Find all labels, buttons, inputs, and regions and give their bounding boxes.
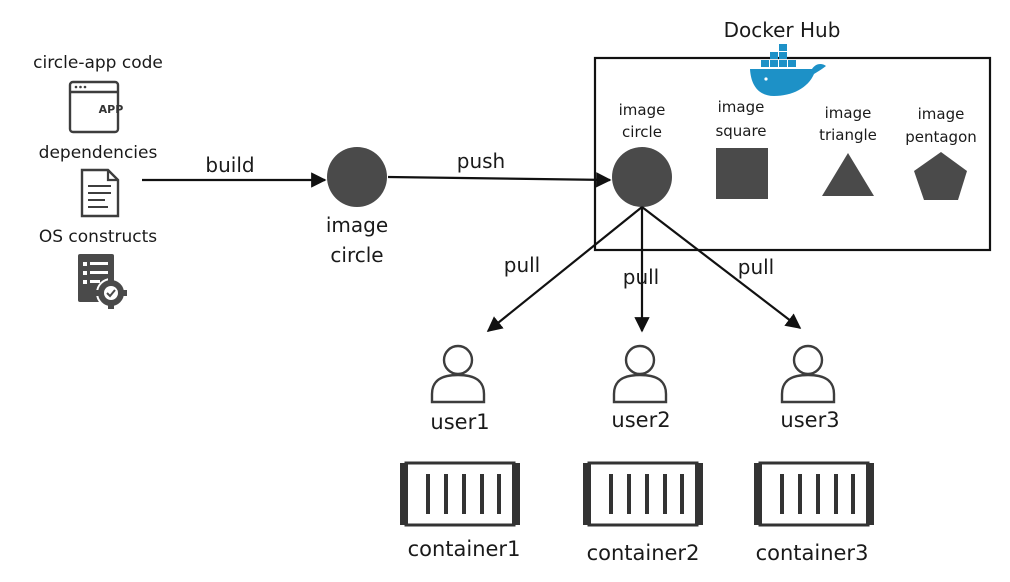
app-code-label: circle-app code <box>33 53 163 73</box>
user2-icon <box>612 344 668 404</box>
container1-icon <box>400 461 520 527</box>
docker-hub-box <box>593 56 992 252</box>
hub-image-pentagon <box>914 152 967 200</box>
container2-label: container2 <box>587 541 700 565</box>
hub-image-circle <box>612 147 672 207</box>
hub-image-circle-label-line1: image <box>619 101 666 119</box>
pull-label-3: pull <box>738 255 774 279</box>
user3-icon <box>780 344 836 404</box>
user3-label: user3 <box>780 408 839 432</box>
user2-label: user2 <box>611 408 670 432</box>
user1-icon <box>430 344 486 404</box>
app-window-icon: APP <box>68 80 124 134</box>
docker-whale-icon <box>750 44 826 96</box>
hub-image-square <box>716 148 768 199</box>
settings-document-icon <box>78 254 127 309</box>
container1-label: container1 <box>408 537 521 561</box>
os-constructs-label: OS constructs <box>39 227 157 247</box>
dependencies-label: dependencies <box>39 143 158 163</box>
built-image-label-line2: circle <box>330 243 383 267</box>
hub-image-triangle-label-line1: image <box>825 104 872 122</box>
hub-image-pentagon-label-line2: pentagon <box>905 128 977 146</box>
hub-image-square-label-line2: square <box>715 122 766 140</box>
container3-icon <box>754 461 874 527</box>
hub-image-square-label-line1: image <box>718 98 765 116</box>
pull-arrow-user1 <box>486 206 643 332</box>
push-arrow <box>387 172 612 188</box>
hub-image-circle-label-line2: circle <box>622 123 662 141</box>
container3-label: container3 <box>756 541 869 565</box>
built-image-label-line1: image <box>326 213 388 237</box>
pull-label-1: pull <box>504 253 540 277</box>
container2-icon <box>583 461 703 527</box>
pull-label-2: pull <box>623 265 659 289</box>
hub-image-triangle <box>822 153 874 196</box>
hub-image-pentagon-label-line1: image <box>918 105 965 123</box>
push-label: push <box>457 149 505 173</box>
app-badge: APP <box>99 103 124 116</box>
user1-label: user1 <box>430 410 489 434</box>
hub-image-triangle-label-line2: triangle <box>819 126 877 144</box>
built-image-circle <box>327 147 387 207</box>
build-label: build <box>205 153 254 177</box>
pull-arrow-user3 <box>641 206 802 329</box>
docker-hub-title: Docker Hub <box>724 18 841 42</box>
document-icon <box>80 168 120 218</box>
